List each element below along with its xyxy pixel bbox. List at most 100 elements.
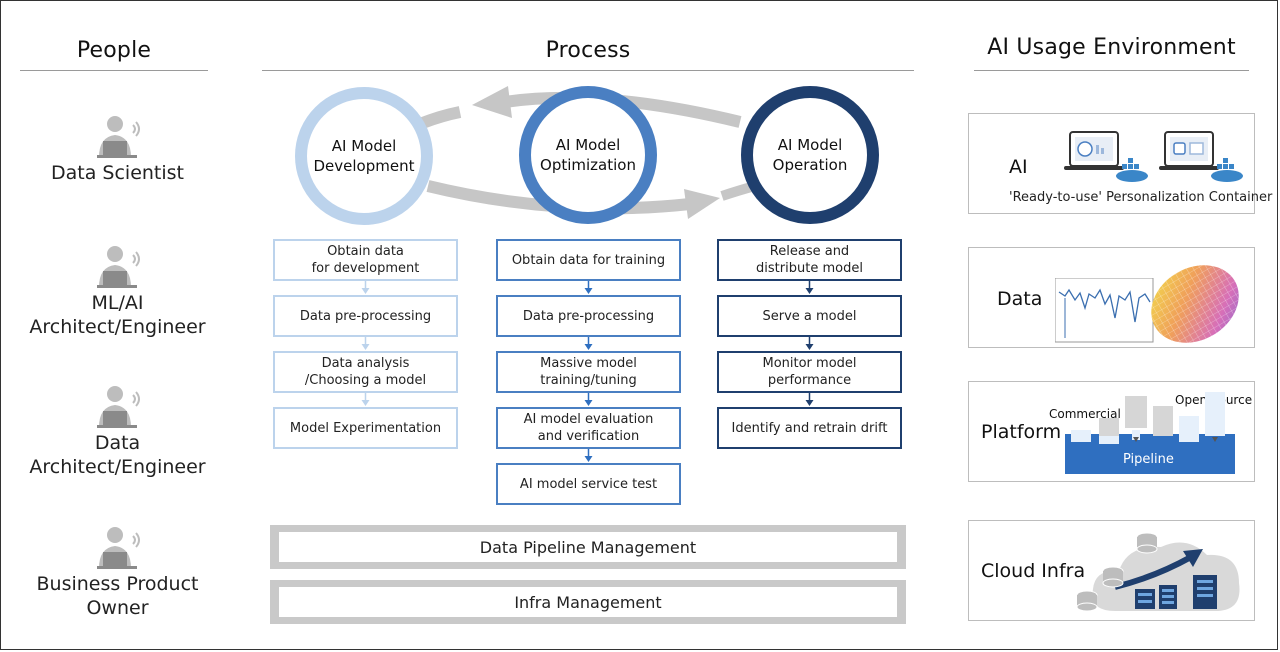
process-step-box: Identify and retrain drift	[717, 407, 902, 449]
stage-title-line: AI Model	[777, 136, 843, 154]
process-step-line: Massive model	[540, 356, 637, 371]
person-label-line: Data	[94, 432, 141, 454]
process-step-box: AI model evaluation and verification	[496, 407, 681, 449]
cycle-return-tail	[417, 106, 462, 130]
process-step-line: AI model evaluation	[523, 412, 654, 427]
stage-title-line: Optimization	[540, 156, 636, 174]
process-step-line: Obtain data	[327, 244, 404, 259]
env-data-label: Data	[997, 288, 1043, 310]
process-step-line: Release and	[769, 244, 850, 259]
laptop-icon	[1064, 131, 1148, 182]
process-step-box: Data analysis/Choosing a model	[273, 351, 458, 393]
laptop-icon	[1159, 131, 1243, 182]
environment-header: AI Usage Environment	[987, 35, 1236, 60]
env-ai-label: AI	[1009, 156, 1028, 178]
pipeline-label: Pipeline	[1123, 452, 1174, 467]
stage-title-line: Development	[313, 157, 415, 175]
people-header-rule	[20, 70, 208, 71]
env-ai-caption: 'Ready-to-use' Personalization Container	[1009, 190, 1273, 205]
process-header-rule	[262, 70, 914, 71]
environment-header-rule	[974, 70, 1249, 71]
stage-circle-optimization	[519, 86, 657, 224]
env-panel-ai: AI 'Ready-to-use' Personalization Contai…	[968, 113, 1272, 214]
person-label-line: Architect/Engineer	[29, 316, 206, 338]
stage-title-line: AI Model	[555, 136, 621, 154]
stage-circle-development	[295, 87, 433, 225]
process-cycle	[295, 86, 879, 225]
process-step-box: Model Experimentation	[273, 407, 458, 449]
person-icon	[0, 243, 235, 289]
person-role: Data Scientist	[0, 113, 235, 185]
process-step-box: Serve a model	[717, 295, 902, 337]
process-step-line: Data pre-processing	[522, 308, 655, 324]
process-step-line: Obtain data for training	[511, 252, 666, 268]
process-step-line: Serve a model	[762, 308, 857, 324]
person-label-line: Architect/Engineer	[29, 456, 206, 478]
docker-whale-icon	[1116, 170, 1148, 182]
env-platform-label: Platform	[981, 421, 1062, 443]
process-step-line: for development	[311, 261, 420, 276]
process-step-line: distribute model	[756, 261, 863, 276]
process-step-line: /Choosing a model	[304, 373, 427, 388]
env-panel-platform: Platform Commercial Open Source Pipeline	[968, 381, 1255, 482]
infra-management-bar: Infra Management	[270, 580, 906, 624]
growth-arrow-icon	[1114, 554, 1193, 590]
env-panel-data: Data	[968, 247, 1255, 348]
person-icon	[0, 383, 235, 429]
data-pipeline-management-bar: Data Pipeline Management	[270, 525, 906, 569]
process-step-box: Data pre-processing	[496, 295, 681, 337]
database-icon	[1076, 590, 1098, 612]
stage-title-line: AI Model	[331, 137, 397, 155]
process-step-box: AI model service test	[496, 463, 681, 505]
server-icon	[1135, 589, 1155, 609]
people-header: People	[76, 38, 152, 63]
env-panel-cloud: Cloud Infra	[968, 520, 1255, 621]
person-label: Data Scientist	[0, 161, 235, 185]
stage-circle-operation	[741, 86, 879, 224]
process-step-line: AI model service test	[519, 476, 658, 492]
process-step-line: Data analysis	[321, 356, 410, 371]
person-label-line: ML/AI	[91, 292, 144, 314]
process-step-box: Monitor model performance	[717, 351, 902, 393]
process-step-line: training/tuning	[540, 373, 637, 388]
database-icon	[1102, 566, 1124, 588]
process-step-box: Massive model training/tuning	[496, 351, 681, 393]
cycle-forward-arrow-head	[684, 189, 720, 219]
brain-icon	[1077, 141, 1093, 157]
process-step-box: Obtain data for training	[496, 239, 681, 281]
process-step-box: Obtain data for development	[273, 239, 458, 281]
process-step-box: Data pre-processing	[273, 295, 458, 337]
process-step-box: Release and distribute model	[717, 239, 902, 281]
database-icon	[1136, 532, 1158, 554]
timeseries-chart-icon	[1055, 278, 1154, 343]
process-step-line: Identify and retrain drift	[731, 420, 888, 436]
process-step-line: Data pre-processing	[299, 308, 432, 324]
cycle-return-arrow-head	[472, 86, 512, 118]
pipeline-blocks-icon	[1065, 392, 1235, 474]
stage-title-line: Operation	[772, 156, 848, 174]
person-icon	[0, 524, 235, 570]
env-cloud-label: Cloud Infra	[981, 560, 1086, 582]
commercial-label: Commercial	[1049, 407, 1121, 421]
person-label-line: Owner	[86, 597, 149, 619]
data-pipeline-management-label: Data Pipeline Management	[279, 532, 897, 562]
process-step-line: and verification	[537, 429, 640, 444]
person-label-line: Data Scientist	[51, 162, 184, 184]
wafer-map-icon	[1151, 265, 1239, 343]
infra-management-label: Infra Management	[279, 587, 897, 617]
robot-icon	[1173, 142, 1186, 155]
docker-whale-icon	[1211, 170, 1243, 182]
process-header: Process	[545, 38, 631, 63]
person-label-line: Business Product	[36, 573, 199, 595]
process-step-line: Model Experimentation	[289, 420, 442, 436]
person-icon	[0, 113, 235, 159]
